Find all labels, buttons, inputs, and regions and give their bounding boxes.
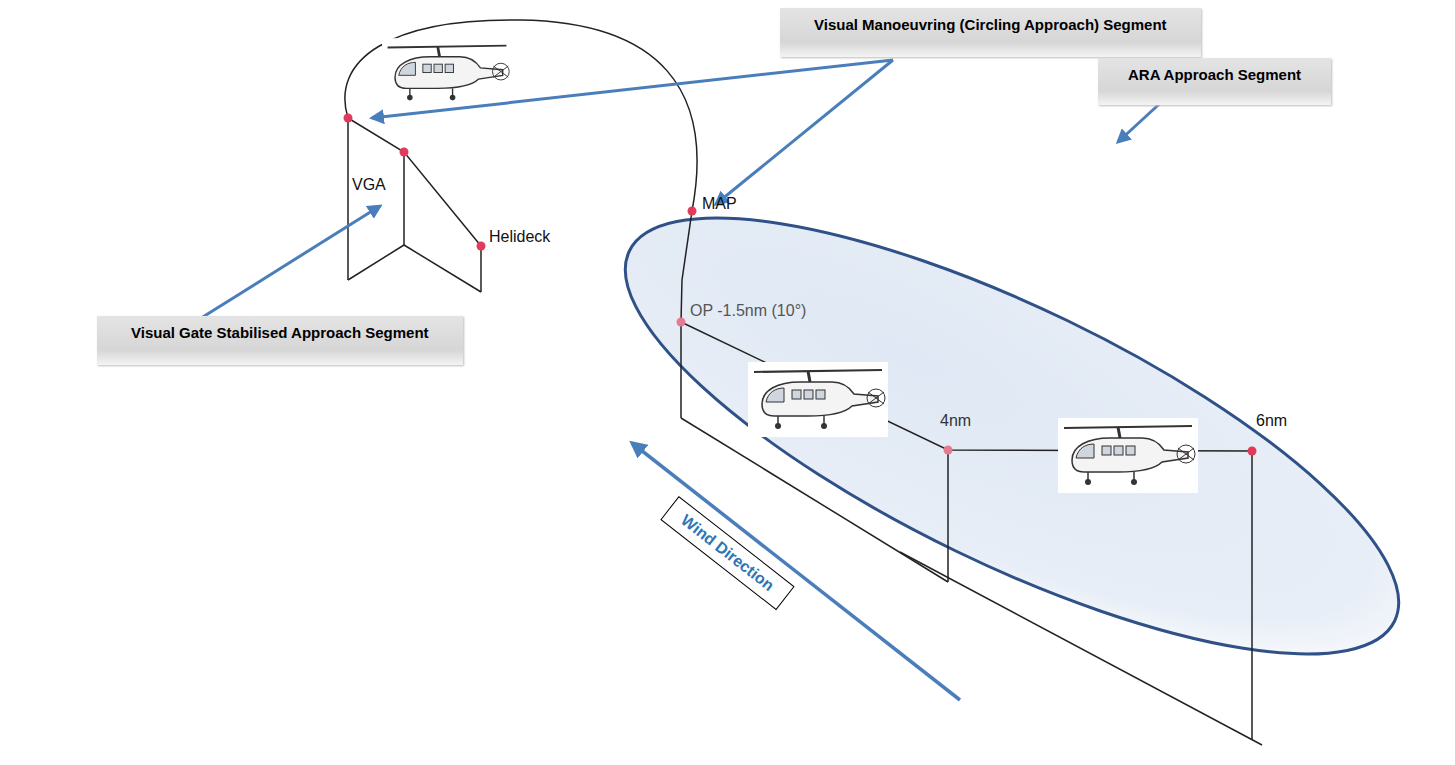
callout-text: Visual Gate Stabilised Approach Segment bbox=[131, 324, 429, 341]
wind-arrow bbox=[632, 443, 960, 700]
point-label: OP -1.5nm (10°) bbox=[690, 302, 806, 320]
point-label: VGA bbox=[352, 176, 386, 194]
segment-callout: ARA Approach Segment bbox=[1098, 58, 1331, 105]
callout-arrows bbox=[166, 60, 1168, 340]
callout-text: ARA Approach Segment bbox=[1128, 66, 1301, 83]
waypoint-dots bbox=[344, 114, 1257, 456]
callout-text: Visual Manoeuvring (Circling Approach) S… bbox=[814, 16, 1167, 33]
point-label: Helideck bbox=[489, 228, 550, 246]
point-label: 4nm bbox=[940, 412, 971, 430]
callout-text: Wind Direction bbox=[677, 511, 777, 595]
point-label: 6nm bbox=[1256, 412, 1287, 430]
helicopters bbox=[382, 38, 1198, 493]
approach-lines bbox=[345, 20, 1262, 745]
ara-ellipse bbox=[574, 136, 1451, 736]
segment-callout: Visual Gate Stabilised Approach Segment bbox=[97, 316, 463, 365]
point-label: MAP bbox=[702, 195, 737, 213]
segment-callout: Visual Manoeuvring (Circling Approach) S… bbox=[780, 8, 1201, 57]
